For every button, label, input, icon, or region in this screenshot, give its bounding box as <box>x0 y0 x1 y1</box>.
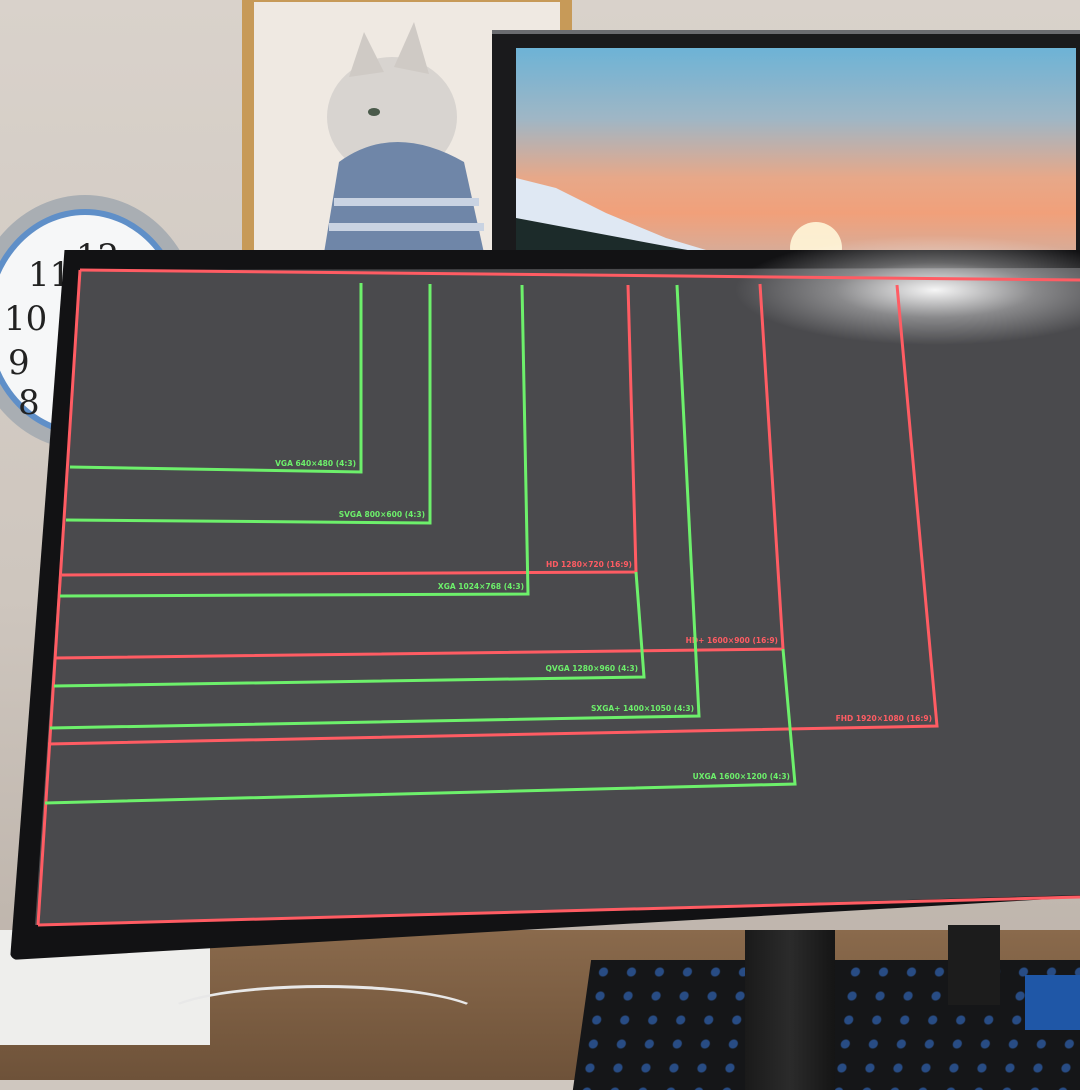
uxga-outline <box>44 648 797 805</box>
fhd-label: FHD 1920×1080 (16:9) <box>836 714 932 723</box>
monitor-stand <box>745 930 835 1090</box>
clock-number: 9 <box>8 343 30 383</box>
uxga-label: UXGA 1600×1200 (4:3) <box>693 772 790 781</box>
blue-box <box>1025 975 1080 1030</box>
hdplus-label: HD+ 1600×900 (16:9) <box>686 636 778 645</box>
clock-number: 10 <box>4 299 48 339</box>
outer-border-left <box>36 269 82 926</box>
clock-number: 8 <box>18 383 40 423</box>
sxga-outline <box>49 284 701 730</box>
monitor-stand-back <box>948 925 1000 1005</box>
cat-illustration <box>324 22 484 253</box>
qvga-outline <box>53 571 646 688</box>
svga-label: SVGA 800×600 (4:3) <box>339 510 425 519</box>
xga-label: XGA 1024×768 (4:3) <box>438 582 524 591</box>
qvga-label: QVGA 1280×960 (4:3) <box>546 664 638 673</box>
cable <box>160 985 486 1051</box>
fhd-outline <box>47 284 939 746</box>
light-glare <box>735 235 1080 345</box>
outer-border-top <box>79 268 1080 282</box>
svga-outline <box>65 284 432 525</box>
sxga-label: SXGA+ 1400×1050 (4:3) <box>591 704 694 713</box>
outer-border-bottom <box>37 895 1080 927</box>
screen-area <box>35 268 1080 925</box>
vga-label: VGA 640×480 (4:3) <box>275 459 356 468</box>
vga-outline <box>69 283 363 474</box>
xga-outline <box>59 284 530 598</box>
hd-label: HD 1280×720 (16:9) <box>546 560 632 569</box>
